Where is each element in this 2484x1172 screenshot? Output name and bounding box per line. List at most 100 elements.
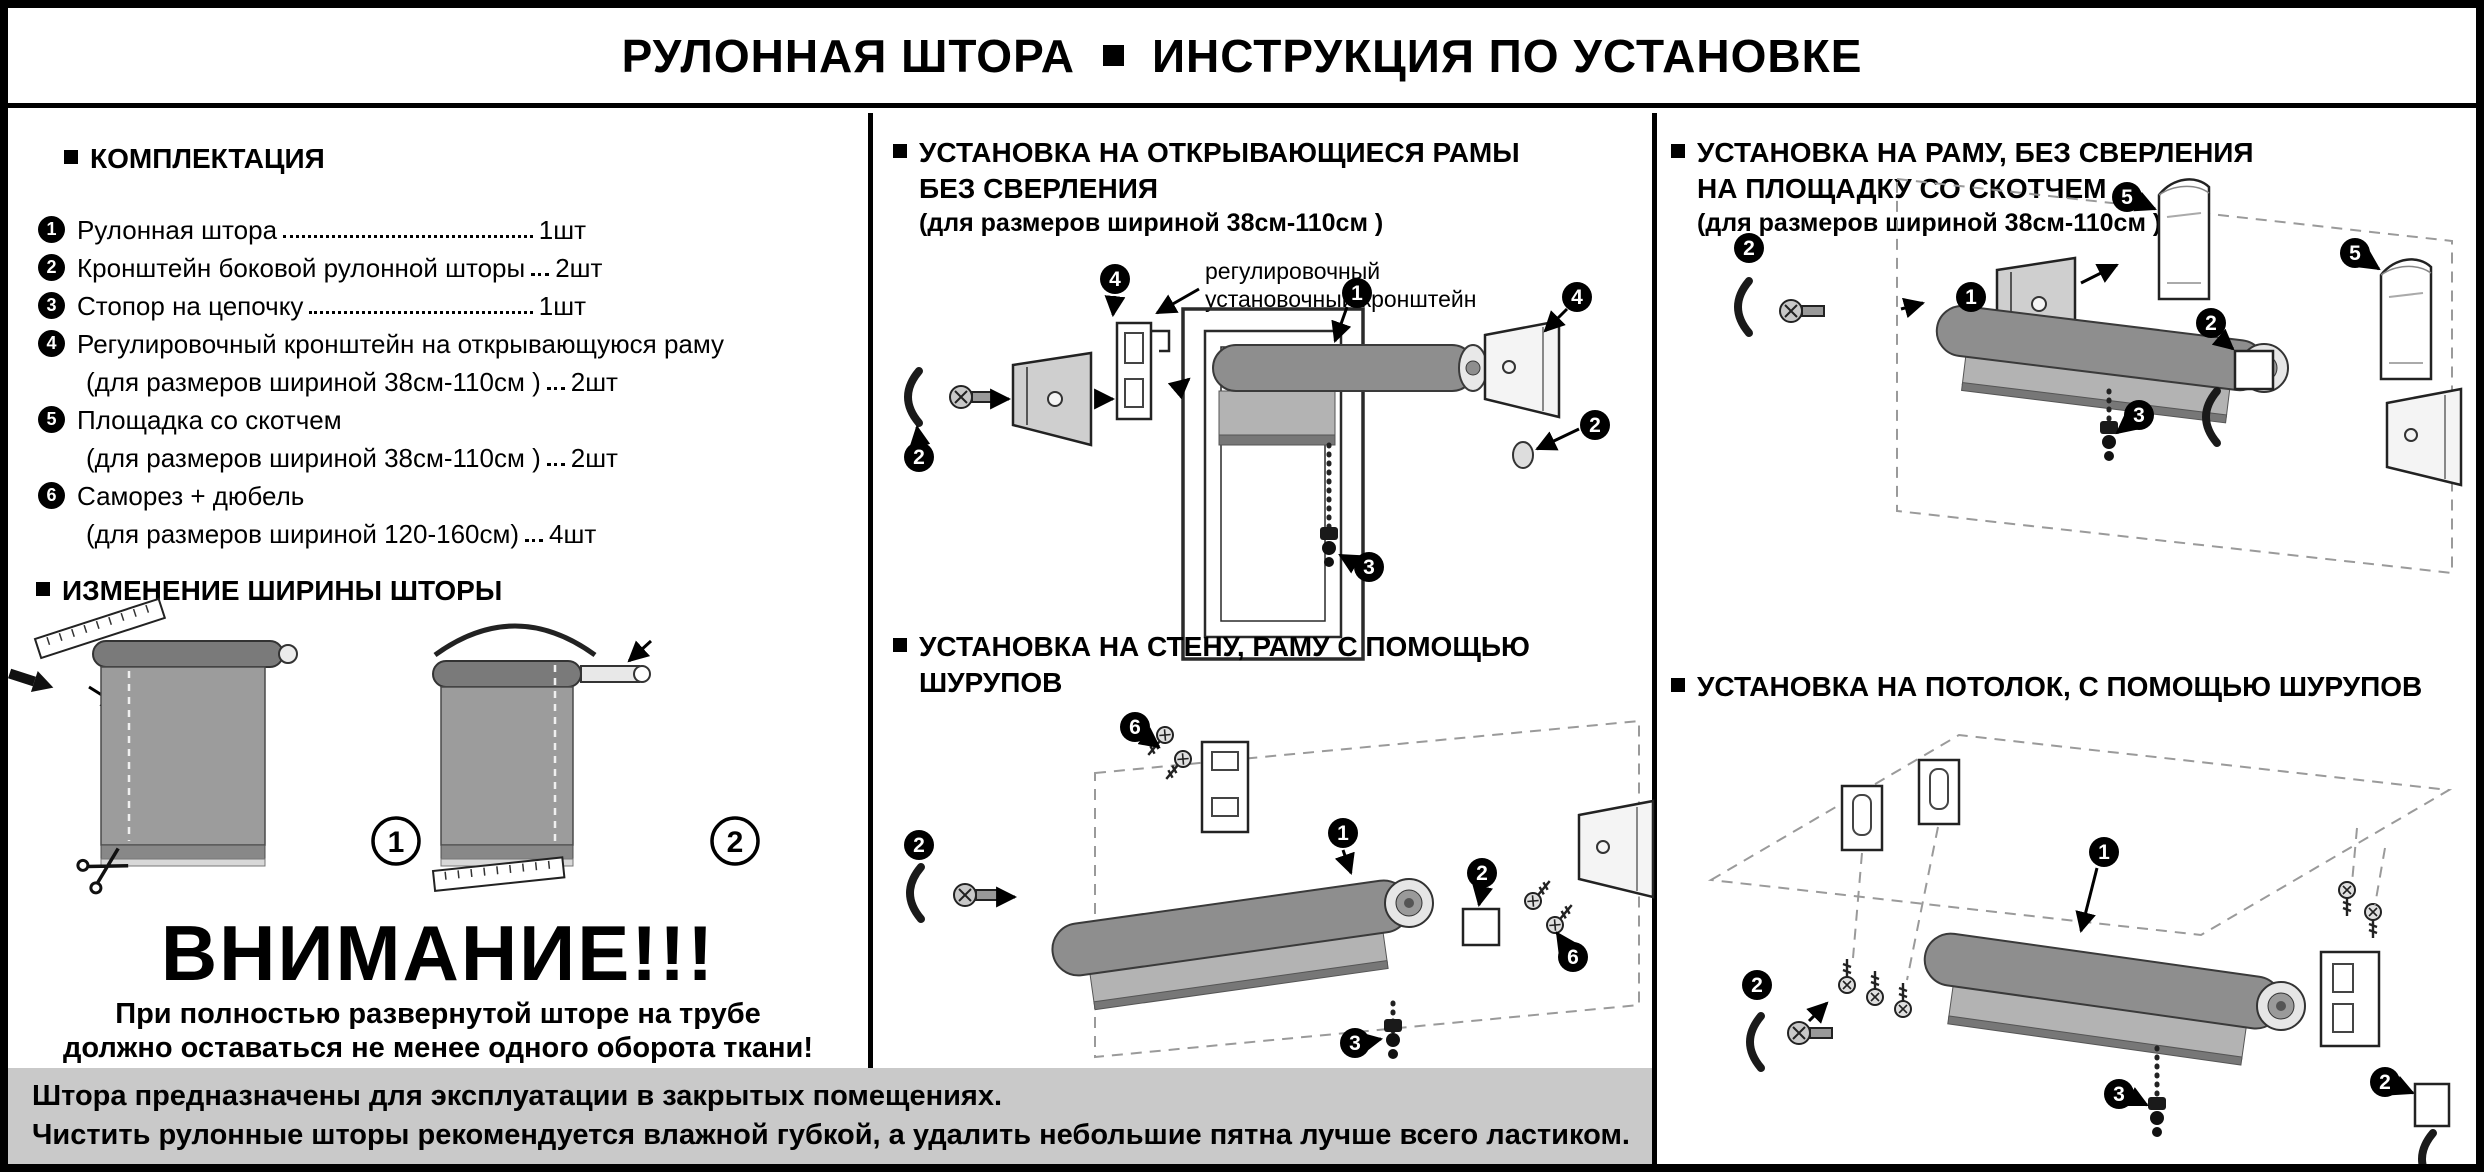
svg-text:4: 4 [1109,268,1121,291]
step-badge-2: 2 [2196,308,2226,338]
screw-icon [1865,969,1885,1007]
step-badge-3: 3 [1340,1028,1370,1058]
bottom-bar [440,844,574,860]
saw-icon [433,623,597,658]
kit-item-size-note: (для размеров шириной 120-160см) [86,519,520,549]
clip-plate-icon [2413,1082,2451,1128]
heading-line2: БЕЗ СВЕРЛЕНИЯ [919,173,1158,204]
kit-item-continuation: (для размеров шириной 38см-110см ) 2шт [38,437,618,475]
step-badge-1: 1 [1328,818,1358,848]
bottom-strip [100,858,266,867]
svg-text:1: 1 [1337,822,1349,845]
plug-screw-icon [1779,299,1825,323]
spring-clip-icon [910,867,921,919]
screw-icon [1837,957,1857,995]
step-badge-5: 5 [2340,238,2370,268]
kit-item-label: Кронштейн боковой рулонной шторы [77,253,526,283]
kit-item-qty: 1шт [538,291,586,321]
step-badge-1: 1 [2089,837,2119,867]
screw-icon [2363,902,2383,940]
tape-mount-heading: УСТАНОВКА НА РАМУ, БЕЗ СВЕРЛЕНИЯ НА ПЛОЩ… [1671,135,2254,239]
column-kit: КОМПЛЕКТАЦИЯ 1 Рулонная штора 1шт 2 Крон… [8,113,868,1068]
roller-blind [1212,344,1488,446]
dot-leader [525,539,544,542]
ceiling-plane [1707,733,2453,937]
heading-line1: УСТАНОВКА НА РАМУ, БЕЗ СВЕРЛЕНИЯ [1697,137,2254,168]
item-number-badge: 4 [38,330,65,357]
plug-screw-icon [949,385,995,409]
svg-text:2: 2 [913,834,925,857]
step-badge-6: 6 [1120,712,1150,742]
step-badge-2: 2 [1734,233,1764,263]
width-change-heading: ИЗМЕНЕНИЕ ШИРИНЫ ШТОРЫ [36,573,502,609]
svg-text:6: 6 [1129,716,1141,739]
kit-item-qty: 2шт [570,443,618,473]
svg-text:2: 2 [1589,414,1601,437]
chain-stopper-icon [1384,1019,1402,1059]
guide-line [1852,852,1863,959]
page-title-right: ИНСТРУКЦИЯ ПО УСТАНОВКЕ [1151,29,1863,82]
side-bracket-icon [1483,319,1561,419]
kit-item-qty: 2шт [570,367,618,397]
diagram-width-change: 1 2 [8,597,760,897]
step-badge-2: 2 [904,442,934,472]
step-badge-2: 2 [1467,858,1497,888]
svg-text:1: 1 [1351,282,1363,305]
kit-item-label: Рулонная штора [77,215,278,245]
svg-text:2: 2 [1743,237,1755,260]
svg-text:1: 1 [388,826,405,859]
kit-item: 4 Регулировочный кронштейн на открывающу… [38,323,724,361]
side-bracket-icon [1011,351,1093,447]
side-bracket-icon [1577,799,1655,899]
kit-item: 1 Рулонная штора 1шт [38,209,586,247]
svg-text:2: 2 [727,826,744,859]
bare-tube-end [580,665,640,683]
dot-leader [283,235,533,238]
step-badge-4: 4 [1562,282,1592,312]
step-badge-4: 4 [1100,264,1130,294]
spring-clip-icon [1750,1016,1761,1068]
wall-bracket-icon [1200,740,1250,834]
item-number-badge: 2 [38,254,65,281]
kit-item-qty: 4шт [549,519,597,549]
warning-line2: должно оставаться не менее одного оборот… [62,1032,813,1064]
kit-item-qty: 2шт [555,253,603,283]
roller-blind [1051,879,1411,1011]
width-change-heading-label: ИЗМЕНЕНИЕ ШИРИНЫ ШТОРЫ [62,575,503,606]
svg-text:3: 3 [2133,404,2145,427]
kit-item-label: Площадка со скотчем [77,405,342,435]
kit-heading: КОМПЛЕКТАЦИЯ [64,141,325,177]
chain-stopper-icon [1320,527,1338,567]
svg-text:3: 3 [1363,556,1375,579]
step-badge-2: 2 [710,816,760,866]
roller-blind [1935,305,2266,424]
heading-line1: УСТАНОВКА НА СТЕНУ, РАМУ С ПОМОЩЬЮ [919,631,1530,662]
heading-line2: НА ПЛОЩАДКУ СО СКОТЧЕМ [1697,173,2107,204]
chain-stopper-icon [2100,421,2118,461]
step-badge-1: 1 [371,816,421,866]
adjustable-bracket-icon [1115,321,1171,421]
title-square-icon [1102,45,1124,66]
heading-size-note: (для размеров шириной 38см-110см ) [1697,209,2162,237]
screw-icon [1520,874,1558,914]
heading-line1: УСТАНОВКА НА ПОТОЛОК, С ПОМОЩЬЮ ШУРУПОВ [1697,671,2423,702]
dot-leader [546,387,565,390]
square-bullet-icon [893,638,907,652]
diagram-tape-mount: 5 2 1 2 [1734,177,2463,575]
bottom-bar [100,844,266,860]
ceiling-bracket-icon [1917,758,1961,826]
roller-tube [432,660,582,688]
step-badge-1: 1 [1956,282,1986,312]
tube-end-cap [278,644,298,664]
kit-item: 6 Саморез + дюбель [38,475,586,513]
screw-icon [1158,746,1196,786]
screw-icon [1893,981,1913,1019]
care-notes: Штора предназначены для эксплуатации в з… [8,1068,1652,1164]
open-frames-heading: УСТАНОВКА НА ОТКРЫВАЮЩИЕСЯ РАМЫ БЕЗ СВЕР… [893,135,1520,239]
svg-text:2: 2 [2205,312,2217,335]
column-install-2: УСТАНОВКА НА РАМУ, БЕЗ СВЕРЛЕНИЯ НА ПЛОЩ… [1657,113,2476,1164]
diagram-wall-screws: 6 2 1 2 [904,712,1655,1059]
column-install-1: УСТАНОВКА НА ОТКРЫВАЮЩИЕСЯ РАМЫ БЕЗ СВЕР… [873,113,1655,1068]
chain-stopper-icon [2148,1097,2166,1137]
clip-piece-icon [1512,441,1534,469]
